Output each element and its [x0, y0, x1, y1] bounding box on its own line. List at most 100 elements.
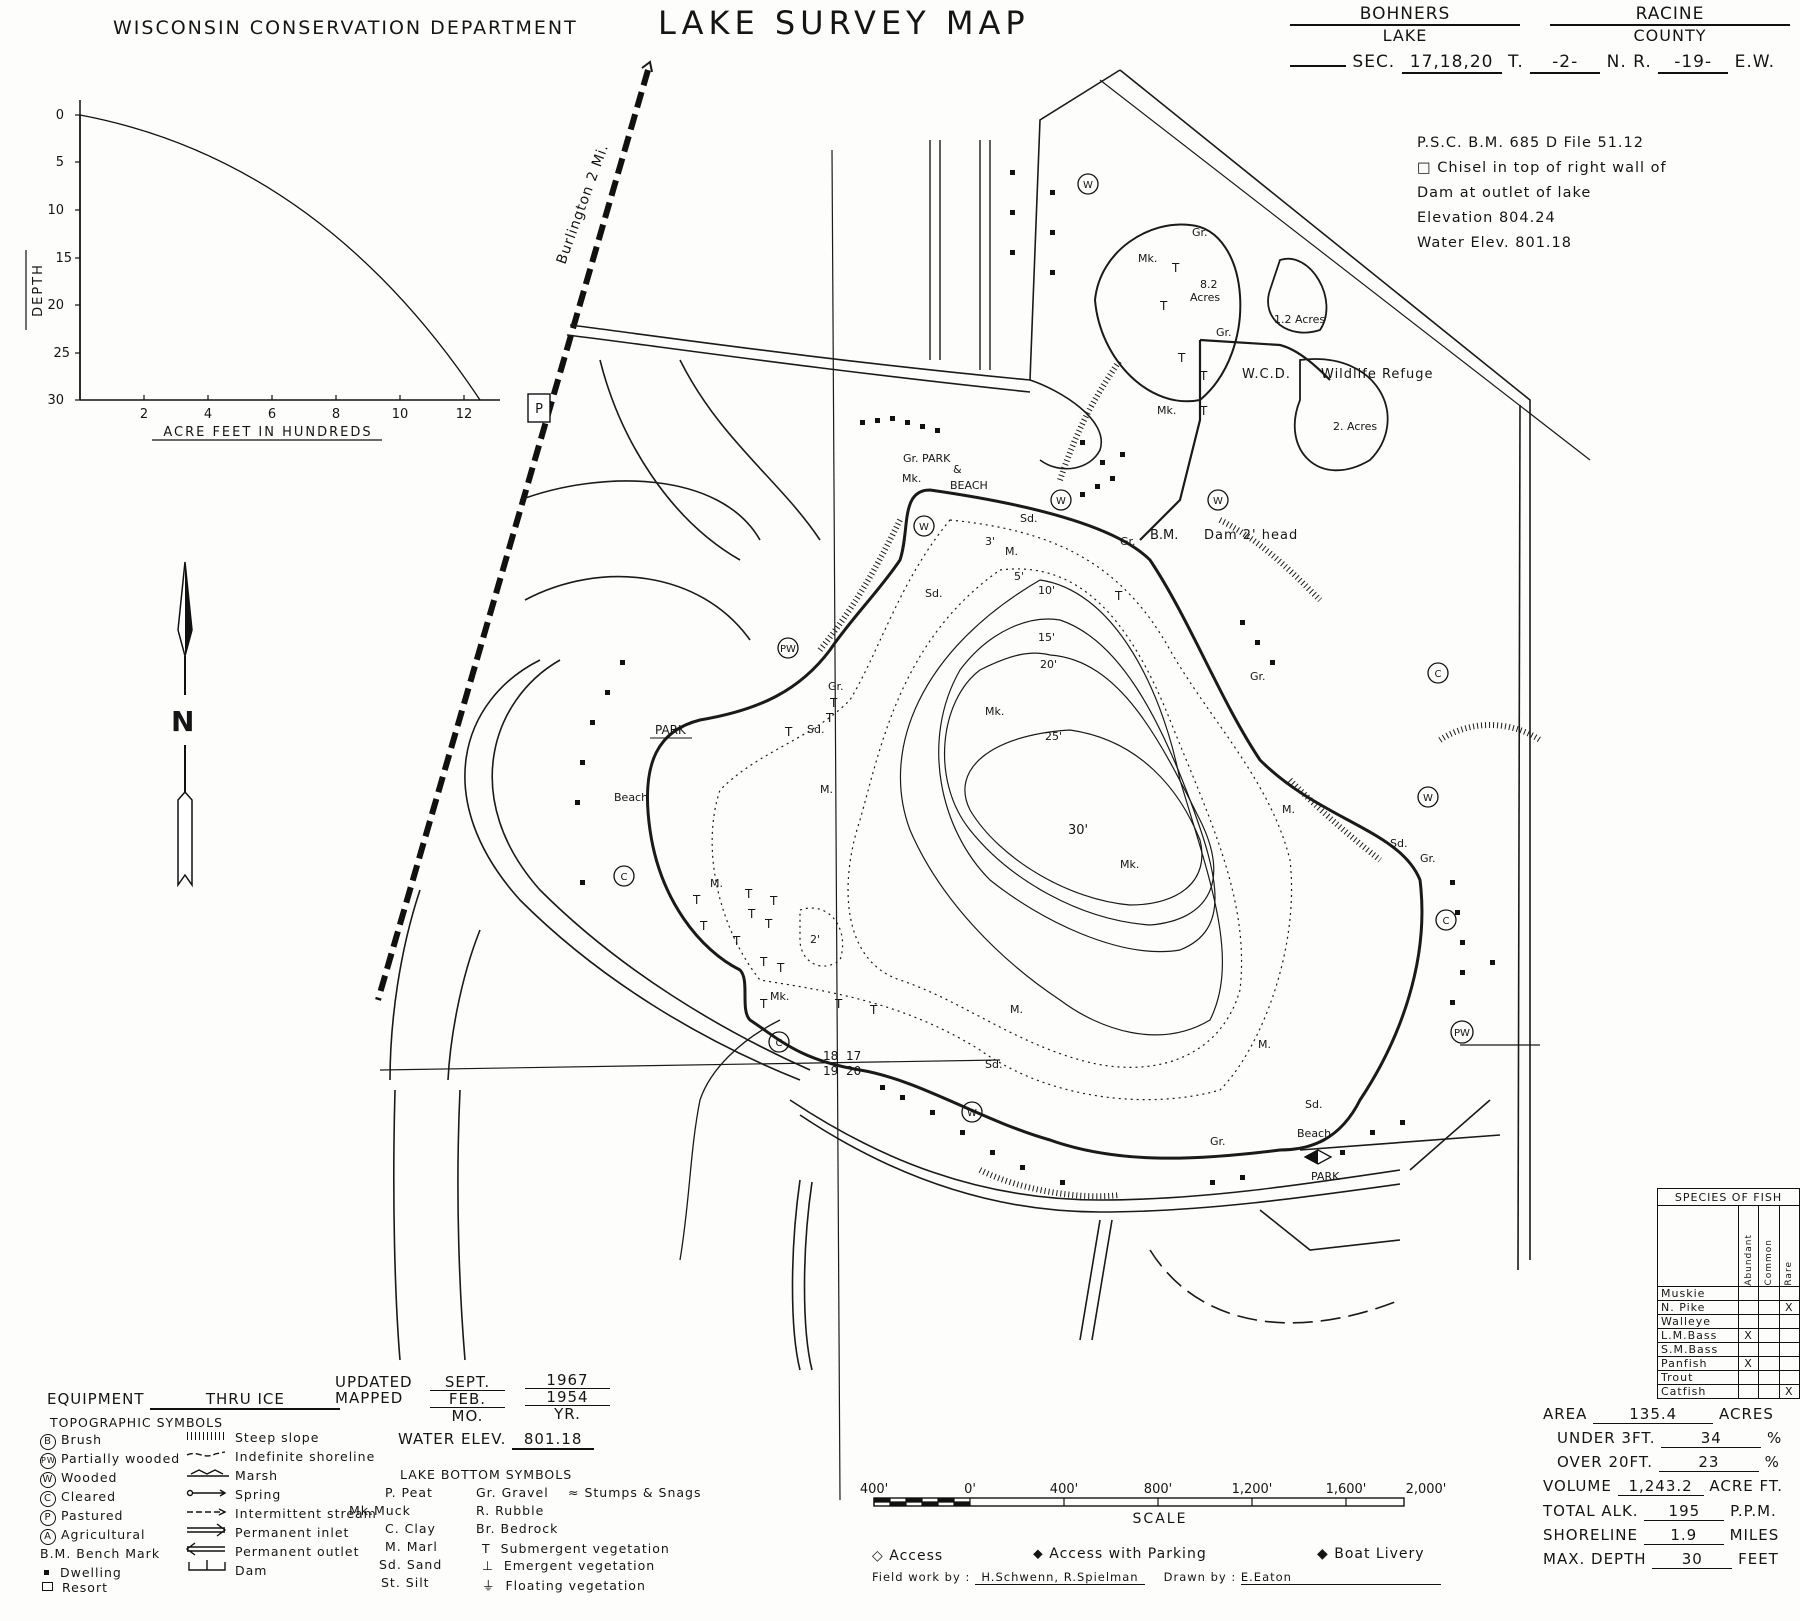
svg-text:T: T — [732, 934, 741, 948]
svg-text:M.: M. — [1010, 1003, 1023, 1016]
marsh-12-acres — [1267, 257, 1328, 334]
fish-mark — [1758, 1314, 1780, 1329]
fish-mark — [1778, 1328, 1800, 1343]
stumps-icon: ≈ — [568, 1485, 580, 1500]
svg-text:M.: M. — [820, 783, 833, 796]
stat-over20-value: 23 — [1658, 1453, 1759, 1472]
x-tick-4: 4 — [204, 407, 212, 422]
fish-mark: X — [1737, 1356, 1760, 1371]
fish-row: S.M.Bass — [1657, 1342, 1800, 1357]
fish-name: Catfish — [1657, 1384, 1739, 1399]
svg-text:T: T — [759, 955, 768, 969]
sec-label: SEC. — [1352, 52, 1396, 72]
svg-text:Gr.: Gr. — [1192, 226, 1208, 239]
legend-wooded: W Wooded — [40, 1470, 117, 1488]
year-column: 1967 1954 YR. — [525, 1372, 610, 1422]
stat-volume-value: 1,243.2 — [1617, 1477, 1704, 1496]
svg-text:Gr.: Gr. — [1216, 326, 1232, 339]
svg-text:T: T — [829, 696, 838, 710]
boat-livery-legend: ◆ Boat Livery — [1317, 1546, 1425, 1562]
lake-name-block: BOHNERS LAKE — [1290, 4, 1520, 45]
floating-icon: ⏚ — [482, 1578, 496, 1593]
wooded-symbol: W — [40, 1472, 56, 1488]
wooded-label: Wooded — [60, 1470, 118, 1485]
svg-text:W: W — [967, 1108, 977, 1119]
equipment-line: EQUIPMENT THRU ICE — [47, 1390, 341, 1410]
updated-month: SEPT. — [430, 1374, 505, 1391]
svg-text:C: C — [1443, 916, 1450, 927]
x-tick-6: 6 — [268, 407, 276, 422]
x-tick-10: 10 — [392, 407, 409, 422]
stumps-text: Stumps & Snags — [584, 1485, 702, 1500]
stat-depth-unit: FEET — [1738, 1550, 1779, 1568]
access-parking-label: Access with Parking — [1049, 1546, 1207, 1562]
depth-5-label: 5' — [1014, 570, 1024, 583]
stat-max-depth: MAX. DEPTH 30 FEET — [1543, 1550, 1779, 1569]
scale-tick-0: 0' — [964, 1482, 976, 1497]
stat-alk-label: TOTAL ALK. — [1543, 1502, 1639, 1520]
scale-tick-1200: 1,200' — [1232, 1482, 1273, 1497]
svg-text:T: T — [744, 887, 753, 901]
lake-statistics: AREA 135.4 ACRES UNDER 3FT. 34 % OVER 20… — [1543, 1405, 1793, 1605]
fish-row: Walleye — [1657, 1314, 1800, 1329]
svg-text:M.: M. — [710, 877, 723, 890]
mapped-year: 1954 — [525, 1389, 610, 1406]
fish-table-block: SPECIES OF FISH Abundant Common Rare Mus… — [1657, 1188, 1800, 1399]
acres-2-label: 2. Acres — [1333, 420, 1377, 433]
dam-label: Dam 2' head — [1204, 528, 1298, 543]
rubble-label: R. Rubble — [476, 1503, 545, 1518]
silt-label: St. Silt — [381, 1575, 430, 1590]
svg-text:M.: M. — [1005, 545, 1018, 558]
marsh-82-acres — [1093, 223, 1242, 403]
stat-under3-unit: % — [1767, 1429, 1783, 1447]
indefinite-shoreline-label: Indefinite shoreline — [235, 1449, 376, 1464]
access-icon: ◇ — [872, 1548, 884, 1564]
north-arrow — [177, 561, 193, 888]
fish-mark — [1758, 1328, 1780, 1343]
x-axis-label: ACRE FEET IN HUNDREDS — [163, 425, 372, 440]
refuge-label: Wildlife Refuge — [1321, 367, 1434, 382]
benchmark-line-3: Dam at outlet of lake — [1417, 185, 1592, 201]
svg-text:W: W — [1056, 496, 1066, 507]
svg-text:Sd.: Sd. — [1305, 1098, 1322, 1111]
stat-under3-label: UNDER 3FT. — [1557, 1429, 1656, 1447]
stat-depth-value: 30 — [1652, 1550, 1733, 1569]
fish-col-rare: Rare — [1778, 1205, 1800, 1287]
svg-text:C: C — [776, 1038, 783, 1049]
svg-text:T: T — [769, 894, 778, 908]
fish-mark: X — [1778, 1300, 1800, 1315]
acres-82-value: 8.2 — [1200, 278, 1218, 291]
fish-mark — [1758, 1384, 1780, 1399]
fish-mark — [1737, 1314, 1760, 1329]
floating-text: Floating vegetation — [505, 1578, 646, 1593]
stat-area-value: 135.4 — [1593, 1405, 1714, 1424]
p-marker: P — [535, 402, 543, 417]
muck-label: Mk.Muck — [349, 1503, 411, 1518]
submergent-label: T Submergent vegetation — [482, 1541, 670, 1556]
svg-text:W: W — [919, 522, 929, 533]
svg-text:Mk.: Mk. — [1138, 252, 1157, 265]
water-elev-line: WATER ELEV. 801.18 — [398, 1430, 595, 1450]
stat-under3: UNDER 3FT. 34 % — [1557, 1429, 1782, 1448]
partially-wooded-symbol: PW — [40, 1453, 56, 1469]
cleared-symbol: C — [40, 1491, 56, 1507]
legend-partially-wooded: PW Partially wooded — [40, 1451, 180, 1469]
svg-text:Sd.: Sd. — [1390, 837, 1407, 850]
t-value: -2- — [1530, 52, 1601, 74]
hypsographic-curve: 0 5 10 15 20 25 30 2 4 6 8 10 12 DEPTH A… — [25, 100, 500, 441]
burlington-label: Burlington 2 Mi. — [554, 142, 612, 267]
svg-text:C: C — [1435, 669, 1442, 680]
section-line: SEC. 17,18,20 T. -2- N. R. -19- E.W. — [1290, 52, 1775, 74]
x-tick-8: 8 — [332, 407, 340, 422]
brush-label: Brush — [60, 1432, 103, 1447]
scale-tick-400: 400' — [1050, 1482, 1078, 1497]
stumps-label: ≈ Stumps & Snags — [568, 1485, 702, 1500]
stat-over20-label: OVER 20FT. — [1557, 1453, 1654, 1471]
fish-mark — [1758, 1342, 1780, 1357]
park-south-label: PARK — [1311, 1170, 1340, 1183]
fish-col-abundant: Abundant — [1737, 1205, 1760, 1287]
stat-under3-value: 34 — [1661, 1429, 1762, 1448]
